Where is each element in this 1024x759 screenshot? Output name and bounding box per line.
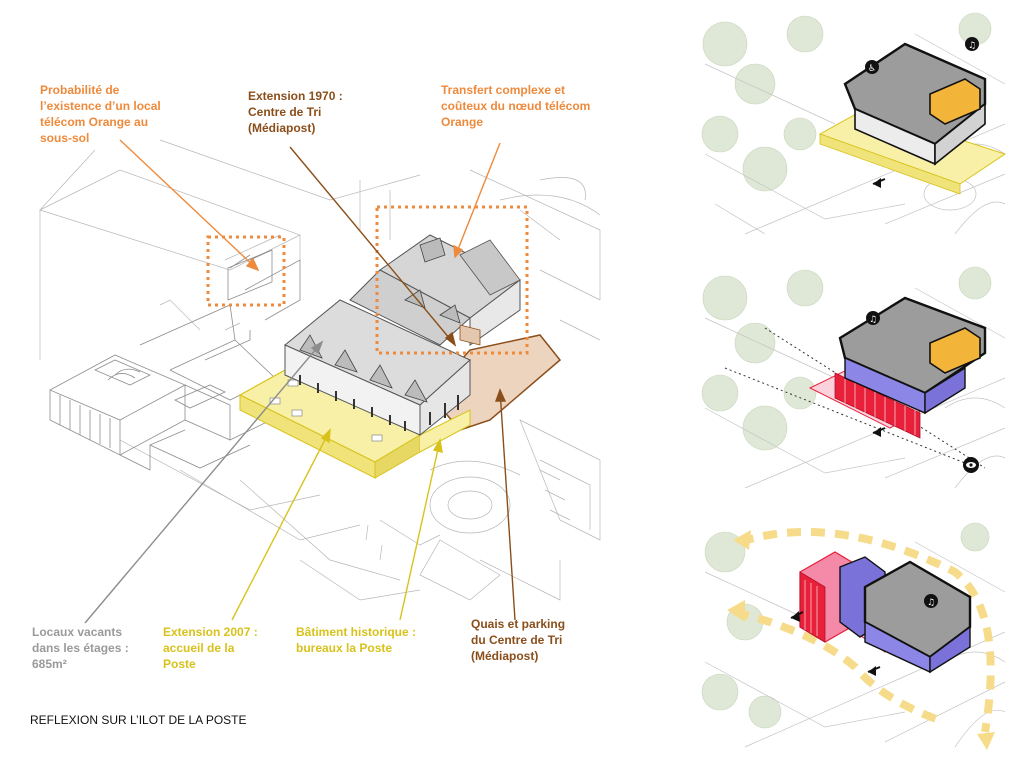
thumbnail-1: ♿ ♫: [701, 4, 1013, 240]
person-stairs-icon: [965, 37, 979, 51]
thumbnail-2: ♫: [701, 258, 1013, 494]
svg-text:♫: ♫: [927, 598, 935, 608]
label-locaux-vacants: Locaux vacants dans les étages : 685m²: [32, 625, 132, 671]
svg-text:♫: ♫: [968, 41, 976, 51]
historic-building: [284, 299, 471, 437]
label-extension-2007: Extension 2007 : accueil de la Poste: [163, 625, 261, 671]
main-axonometric: Probabilité de l’existence d’un local té…: [30, 83, 601, 727]
wheelchair-icon: [865, 60, 879, 74]
caption: REFLEXION SUR L’ILOT DE LA POSTE: [30, 713, 247, 727]
svg-text:♿: ♿: [868, 64, 876, 74]
left-building: [49, 249, 301, 471]
leader-lines: [84, 139, 516, 624]
extension-2007-block: [238, 369, 471, 479]
extension-1970-block: [349, 234, 521, 346]
telecom-node-highlight: [375, 205, 529, 355]
thumb1-trees: [701, 12, 992, 192]
label-batiment-historique: Bâtiment historique : bureaux la Poste: [296, 625, 419, 655]
label-quais-parking: Quais et parking du Centre de Tri (Média…: [471, 617, 568, 663]
svg-text:♫: ♫: [869, 315, 877, 325]
telecom-local-highlight: [206, 235, 286, 307]
label-transfert: Transfert complexe et coûteux du nœud té…: [441, 83, 594, 129]
thumbnail-3: ♫: [701, 512, 1013, 752]
label-local-telecom: Probabilité de l’existence d’un local té…: [40, 83, 164, 145]
site-wireframe: [39, 139, 601, 601]
label-extension-1970: Extension 1970 : Centre de Tri (Médiapos…: [248, 89, 346, 135]
